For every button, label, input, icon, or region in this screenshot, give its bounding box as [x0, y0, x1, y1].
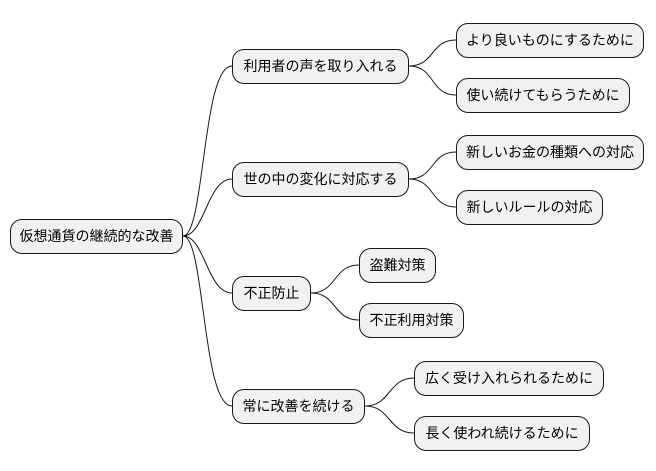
root-node: 仮想通貨の継続的な改善 — [10, 219, 183, 254]
edge-root-branch-3 — [182, 235, 233, 294]
edge-branch-3-child-2 — [310, 292, 360, 321]
leaf-node-1-1: より良いものにするために — [456, 23, 644, 58]
edge-branch-4-child-2 — [364, 405, 415, 434]
edge-root-branch-1 — [182, 65, 233, 237]
leaf-node-1-2: 使い続けてもらうために — [456, 78, 630, 113]
leaf-node-3-2: 不正利用対策 — [359, 303, 464, 338]
leaf-node-4-1: 広く受け入れられるために — [414, 361, 604, 396]
edge-root-branch-2 — [182, 178, 233, 237]
edge-branch-1-child-2 — [408, 65, 457, 96]
edge-branch-4-child-1 — [364, 377, 415, 407]
edge-branch-2-child-1 — [408, 151, 457, 180]
leaf-node-3-1: 盗難対策 — [359, 248, 436, 283]
branch-node-1: 利用者の声を取り入れる — [232, 49, 409, 84]
edge-root-branch-4 — [182, 235, 233, 407]
leaf-node-2-1: 新しいお金の種類への対応 — [456, 135, 644, 170]
edge-branch-2-child-2 — [408, 178, 457, 208]
edge-branch-1-child-1 — [408, 39, 457, 67]
branch-node-3: 不正防止 — [232, 276, 311, 311]
leaf-node-4-2: 長く使われ続けるために — [414, 416, 590, 451]
edge-branch-3-child-1 — [310, 264, 360, 294]
branch-node-4: 常に改善を続ける — [232, 389, 365, 424]
leaf-node-2-2: 新しいルールの対応 — [456, 190, 603, 225]
branch-node-2: 世の中の変化に対応する — [232, 162, 409, 197]
